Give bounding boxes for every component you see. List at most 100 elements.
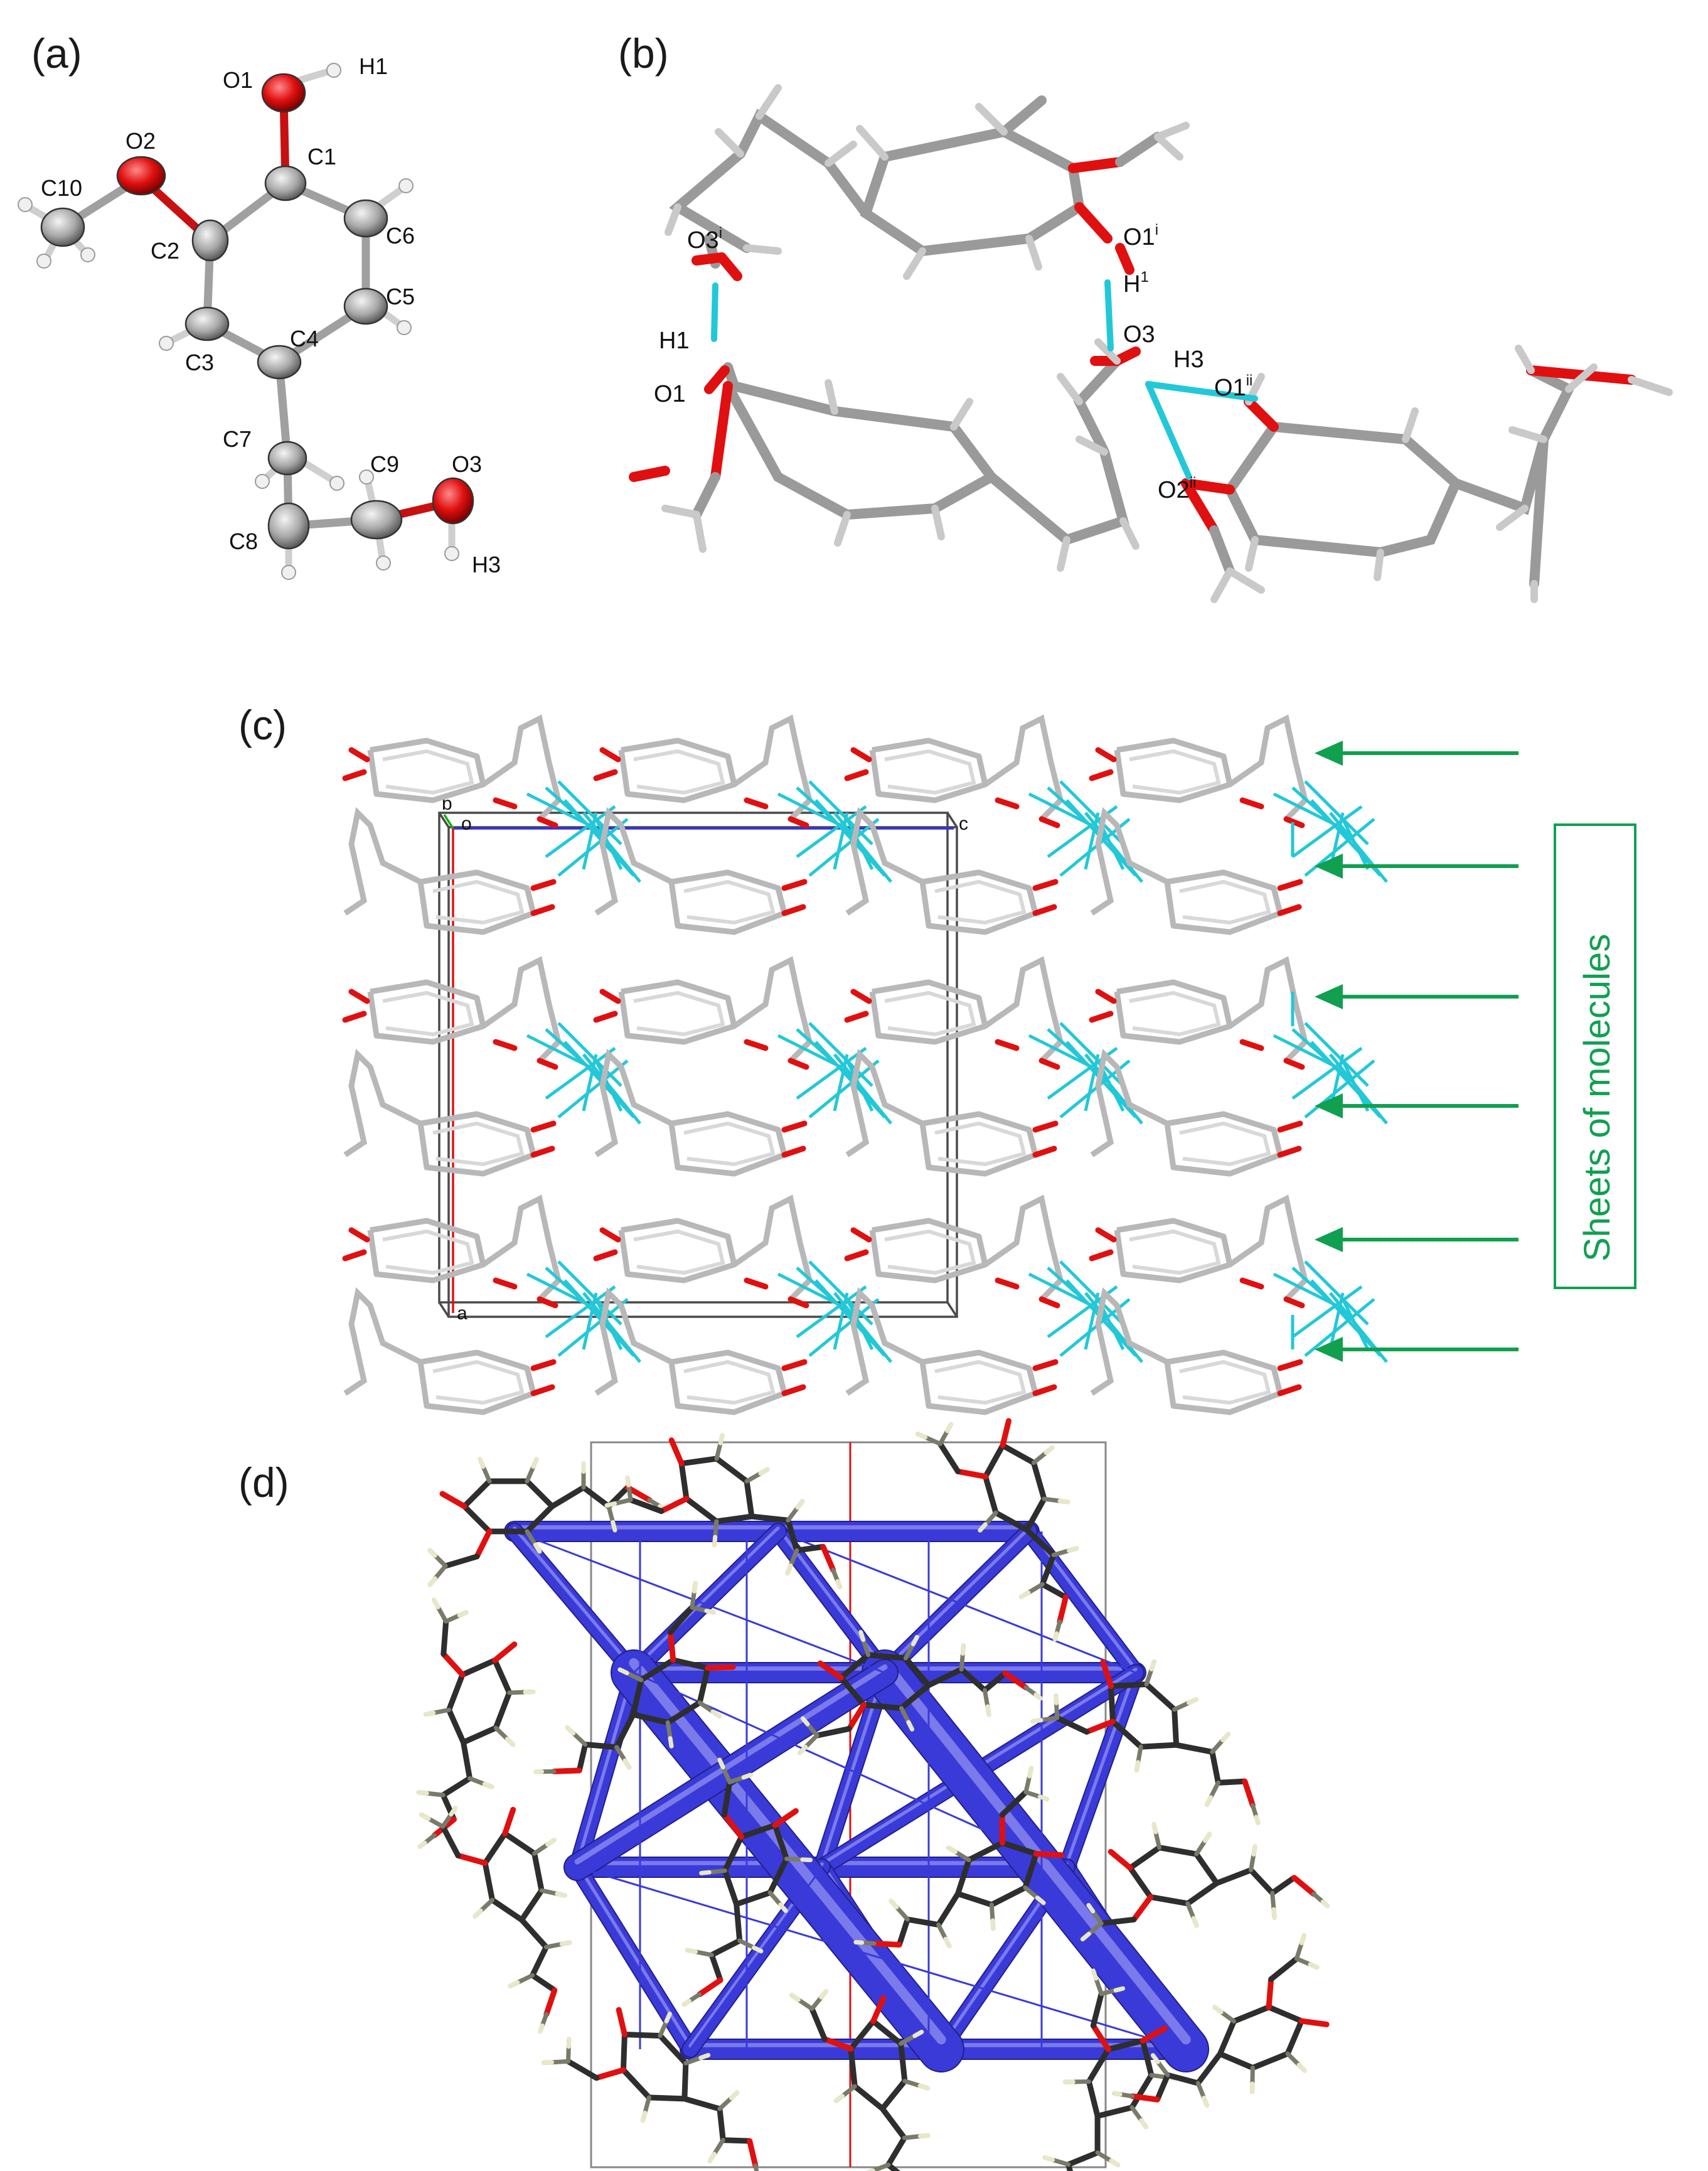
- axis-o-label: o: [461, 813, 472, 834]
- label-h1-sup: H1: [1123, 269, 1149, 298]
- sheet-arrow: [1315, 1227, 1519, 1252]
- label-c9: C9: [370, 451, 399, 477]
- axis-a-label: a: [457, 1303, 467, 1324]
- panel-b-labels: O3i O1i H1 H1 O1 O3 H3 O1ii O2ii: [654, 222, 1252, 503]
- sheet-motif: [342, 956, 641, 1177]
- stick-molecule: [1112, 1933, 1330, 2108]
- axis-b-line: [443, 814, 454, 829]
- label-c2: C2: [151, 238, 179, 264]
- panel-a: (a): [18, 30, 501, 580]
- hbond-h3-o2ii: [1145, 381, 1192, 480]
- panel-b-label: (b): [618, 30, 669, 77]
- atom-o1: [261, 73, 306, 113]
- hbond-h3-o1ii: [1145, 381, 1258, 402]
- atom-c9: [350, 500, 403, 540]
- sheet-motif: [593, 1194, 892, 1415]
- atom-c2: [191, 219, 229, 262]
- framework-thin: [632, 1530, 779, 1674]
- framework-thin: [577, 1866, 1187, 2050]
- stick-molecule: [533, 1580, 736, 1774]
- panel-c-label: (c): [238, 702, 287, 748]
- label-c1: C1: [307, 144, 336, 169]
- stick-molecule: [604, 1433, 843, 1589]
- framework-rod: [1022, 1524, 1143, 1680]
- label-c3: C3: [185, 350, 214, 375]
- sheet-label: Sheets of molecules: [1577, 934, 1618, 1262]
- unit-cell-box: [438, 812, 958, 1318]
- stick-molecule: [681, 1757, 813, 2007]
- label-o1: O1: [654, 381, 686, 407]
- stick-molecule: [789, 1989, 931, 2171]
- stick-molecule: [853, 1766, 1065, 1949]
- label-o1ii: O1ii: [1214, 372, 1252, 401]
- stick-molecule: [416, 1597, 536, 1849]
- panel-a-h-atoms: [18, 63, 459, 580]
- framework-rod: [507, 1524, 641, 1680]
- panel-a-hydrogens: [23, 67, 456, 575]
- label-h3: H3: [472, 552, 501, 577]
- atom-c8: [267, 502, 310, 550]
- sheet-arrow: [1315, 984, 1519, 1009]
- framework-thin: [689, 1867, 823, 2050]
- atom-c7: [267, 441, 307, 476]
- stick-molecule: [798, 1629, 1043, 1756]
- sheet-arrows: [1315, 741, 1519, 1362]
- framework-thin: [514, 1530, 885, 1674]
- sheet-motif: [1089, 956, 1388, 1177]
- framework-thin: [777, 1530, 1136, 1674]
- panel-c: (c) b o c a Sheets of molecules: [238, 702, 1636, 1415]
- framework-rod: [570, 1860, 698, 2057]
- energy-framework: [504, 1521, 1209, 2072]
- stick-molecule: [1030, 1659, 1261, 1825]
- label-c7: C7: [223, 426, 252, 452]
- label-h3: H3: [1173, 346, 1204, 373]
- atom-c4: [257, 345, 302, 380]
- sheet-arrow: [1315, 1093, 1519, 1118]
- panel-b: (b): [618, 30, 1673, 603]
- panel-a-atom-labels: O1 H1 O2 C1 C10 C6 C2 C5 C3 C4 C7 C9 O3 …: [41, 53, 501, 577]
- atom-o3: [432, 477, 474, 525]
- sheet-arrow: [1315, 741, 1519, 766]
- sheet-motif: [844, 956, 1143, 1177]
- stick-molecule: [1042, 1968, 1178, 2171]
- sheet-motif: [342, 1194, 641, 1415]
- atom-c6: [343, 199, 388, 238]
- sheet-label-box: [1554, 823, 1636, 1289]
- atom-c1: [264, 165, 307, 201]
- framework-rod: [565, 1660, 897, 1880]
- stick-molecule: [1080, 1822, 1330, 1942]
- stick-molecule: [542, 2007, 762, 2171]
- panel-b-bonds: [629, 84, 1673, 603]
- label-c10: C10: [41, 175, 82, 201]
- label-c8: C8: [229, 528, 258, 554]
- label-c5: C5: [386, 284, 415, 309]
- sheet-motif: [593, 956, 892, 1177]
- atom-c5: [343, 287, 388, 325]
- stick-molecule: [427, 1457, 668, 1587]
- axis-c-label: c: [959, 813, 968, 834]
- label-c4: C4: [290, 326, 319, 351]
- label-o2ii: O2ii: [1158, 474, 1196, 503]
- label-o3i: O3i: [687, 225, 722, 254]
- label-h1: H1: [359, 53, 388, 79]
- label-o3: O3: [1123, 321, 1155, 348]
- label-o1: O1: [223, 67, 253, 93]
- atom-o2: [116, 156, 166, 196]
- hbond-h1-o3: [1104, 279, 1114, 351]
- sheet-motif: [342, 714, 641, 935]
- sheet-motif: [844, 714, 1143, 935]
- molecule-sheets: [342, 714, 1388, 1415]
- label-o1i: O1i: [1123, 222, 1158, 250]
- panel-a-label: (a): [31, 30, 82, 77]
- label-h1: H1: [659, 328, 690, 354]
- panel-a-ellipsoids: [40, 73, 474, 550]
- panel-d: (d): [238, 1418, 1330, 2171]
- sheet-motif: [1089, 714, 1388, 935]
- label-o2: O2: [125, 128, 156, 154]
- panel-d-molecules: [416, 1418, 1330, 2171]
- stick-molecule: [915, 1418, 1079, 1642]
- label-o3: O3: [452, 451, 482, 477]
- panel-d-label: (d): [238, 1459, 289, 1506]
- atom-c10: [40, 207, 85, 247]
